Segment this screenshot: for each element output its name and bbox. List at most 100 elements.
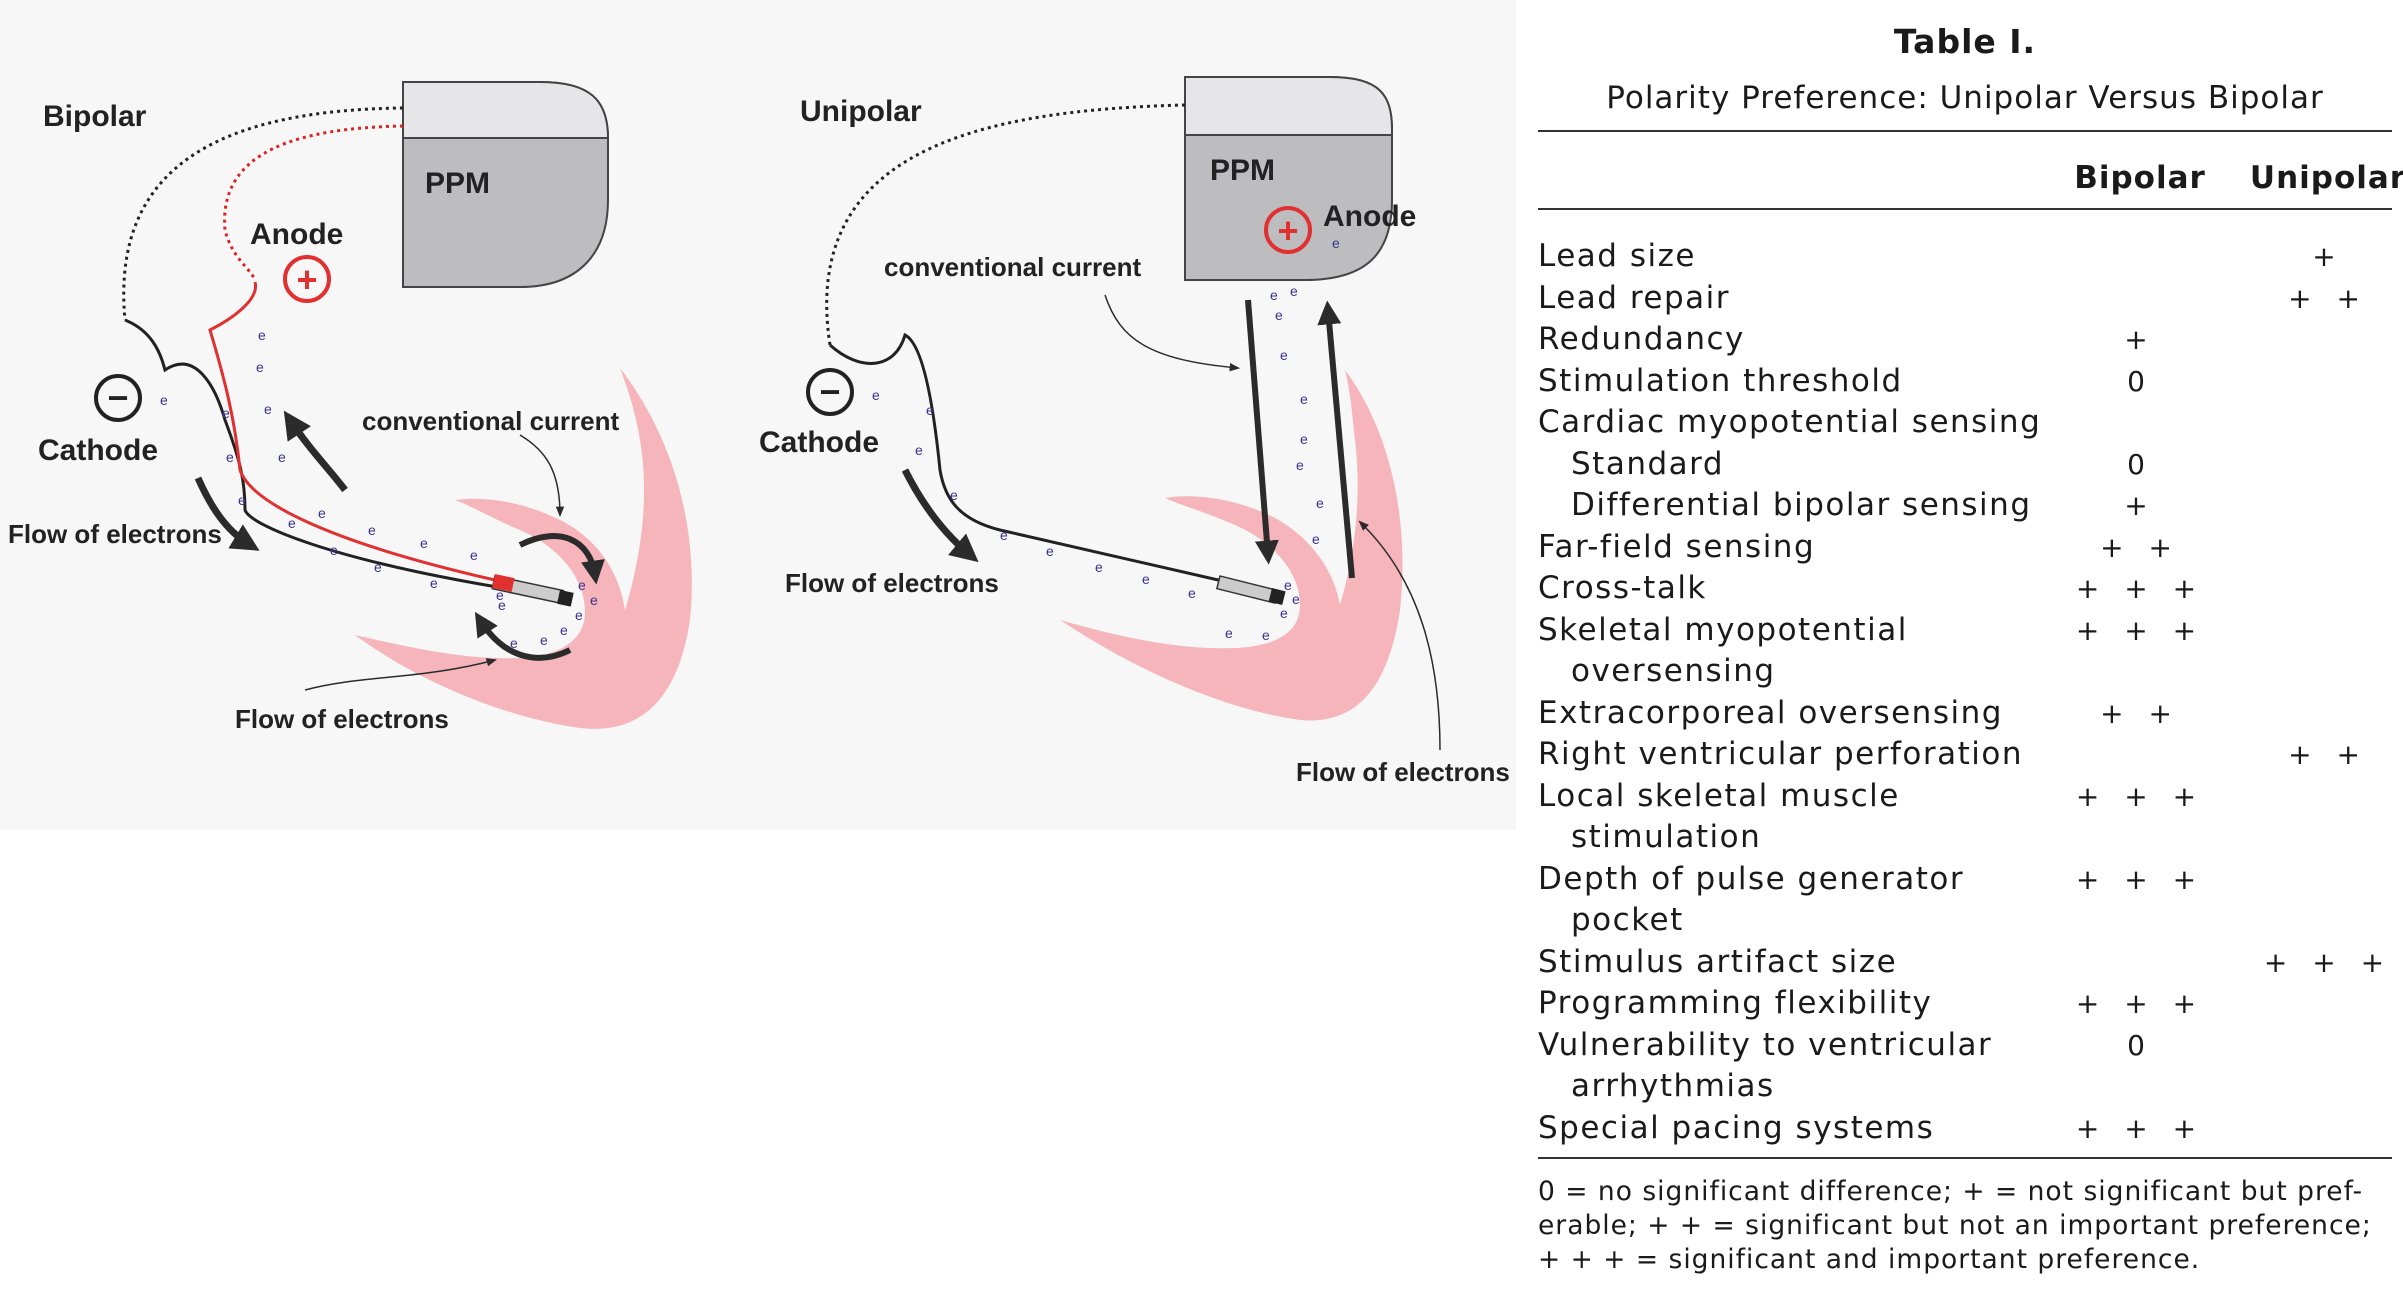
unipolar-panel: PPM + Anode − Cathode Unipolar conventio… bbox=[759, 76, 1510, 787]
bipolar-title: Bipolar bbox=[43, 100, 147, 133]
row-label: Vulnerability to ventricular bbox=[1538, 1026, 1993, 1063]
row-label: Programming flexibility bbox=[1538, 985, 1933, 1021]
bipolar-cell: + + + bbox=[2075, 779, 2205, 813]
table-row: Far-field sensing+ + bbox=[1535, 527, 2395, 569]
bipolar-tip-electron-arrow bbox=[474, 611, 572, 661]
electron: e bbox=[1284, 577, 1292, 593]
unipolar-wire bbox=[825, 103, 1186, 346]
bipolar-cell: + + bbox=[2100, 530, 2180, 564]
unipolar-electron-up-arrow bbox=[1317, 300, 1355, 579]
row-label: Lead repair bbox=[1538, 279, 1730, 316]
row-label: Standard bbox=[1571, 445, 1725, 482]
table-row: oversensing bbox=[1535, 651, 2395, 693]
row-label: Stimulation threshold bbox=[1538, 362, 1903, 399]
unipolar-cell: + + bbox=[2288, 738, 2368, 771]
bipolar-cathode-wire bbox=[122, 106, 404, 321]
electron: e bbox=[1270, 287, 1278, 303]
table-subtitle: Polarity Preference: Unipolar Versus Bip… bbox=[1606, 80, 2324, 116]
table-row: Lead size + bbox=[1535, 236, 2395, 278]
table-row: Differential bipolar sensing+ bbox=[1535, 485, 2395, 527]
row-label: oversensing bbox=[1571, 653, 1776, 689]
bipolar-callout-current bbox=[519, 434, 565, 518]
electron: e bbox=[915, 442, 923, 458]
electron: e bbox=[226, 449, 234, 465]
electron: e bbox=[560, 622, 568, 638]
table-row: Special pacing systems + + + bbox=[1535, 1108, 2395, 1150]
table-row: Stimulus artifact size+ + + bbox=[1535, 942, 2395, 984]
pacing-polarity-diagram: PPM + Anode − Cathode Bipolar convention… bbox=[8, 76, 1510, 787]
bipolar-cell: + bbox=[2124, 323, 2156, 356]
electron: e bbox=[1296, 457, 1304, 473]
electron: e bbox=[1292, 591, 1300, 607]
bipolar-cathode-tip bbox=[557, 589, 574, 607]
electron: e bbox=[590, 592, 598, 608]
unipolar-cathode-label: Cathode bbox=[759, 426, 879, 459]
row-label: Lead size bbox=[1538, 238, 1696, 274]
electron: e bbox=[1142, 571, 1150, 587]
row-label: Local skeletal muscle bbox=[1538, 777, 1900, 814]
electron: e bbox=[1280, 347, 1288, 363]
electron: e bbox=[540, 632, 548, 648]
unipolar-current-down-arrow bbox=[1245, 299, 1279, 565]
electron: e bbox=[1262, 627, 1270, 643]
row-label: arrhythmias bbox=[1571, 1068, 1775, 1104]
row-label: stimulation bbox=[1571, 819, 1762, 855]
table-row: arrhythmias bbox=[1535, 1066, 2395, 1108]
unipolar-electrons: e e e e e e e e e e e e e e e e e e e e … bbox=[872, 235, 1340, 643]
electron: e bbox=[510, 635, 518, 651]
electron: e bbox=[368, 522, 376, 538]
unipolar-callout-electrons bbox=[1358, 520, 1441, 751]
bipolar-plus-sign: + bbox=[296, 259, 317, 300]
unipolar-conventional-current-label: conventional current bbox=[884, 252, 1141, 282]
electron: e bbox=[1046, 543, 1054, 559]
row-label: Special pacing systems bbox=[1538, 1109, 1935, 1146]
bipolar-anode-symbol: + bbox=[283, 255, 331, 303]
electron: e bbox=[470, 547, 478, 563]
electron: e bbox=[330, 542, 338, 558]
unipolar-flow-label-left: Flow of electrons bbox=[785, 568, 999, 598]
electron: e bbox=[288, 515, 296, 531]
electron: e bbox=[1300, 391, 1308, 407]
bipolar-cell: + + + bbox=[2075, 987, 2205, 1020]
bipolar-panel: PPM + Anode − Cathode Bipolar convention… bbox=[8, 81, 692, 734]
electron: e bbox=[256, 359, 264, 375]
unipolar-anode-symbol: + bbox=[1264, 206, 1312, 254]
row-label: Skeletal myopotential bbox=[1538, 611, 1908, 648]
table-row: Local skeletal muscle + + + bbox=[1535, 776, 2395, 818]
table-row: Redundancy+ bbox=[1535, 319, 2395, 361]
bipolar-cell: + bbox=[2124, 489, 2156, 522]
electron: e bbox=[278, 449, 286, 465]
electron: e bbox=[1332, 235, 1340, 251]
column-header-unipolar: Unipolar bbox=[2249, 160, 2403, 196]
electron: e bbox=[264, 401, 272, 417]
bipolar-cell: + + bbox=[2100, 696, 2180, 730]
unipolar-title: Unipolar bbox=[800, 95, 922, 128]
electron: e bbox=[374, 559, 382, 575]
unipolar-lead bbox=[828, 332, 1241, 587]
footnote-line: erable; + + = significant but not an imp… bbox=[1538, 1210, 2372, 1241]
electron: e bbox=[1290, 283, 1298, 299]
unipolar-electrode-tip bbox=[1215, 575, 1280, 605]
bipolar-anode-conductor bbox=[208, 281, 496, 582]
row-label: Stimulus artifact size bbox=[1538, 943, 1898, 980]
bipolar-cell: 0 bbox=[2127, 1028, 2153, 1062]
footnote-line: + + + = significant and important prefer… bbox=[1538, 1244, 2201, 1275]
table-row: Skeletal myopotential+ + + bbox=[1535, 610, 2395, 652]
row-label: Extracorporeal oversensing bbox=[1538, 694, 2003, 731]
row-label: pocket bbox=[1571, 902, 1684, 938]
table-row: Depth of pulse generator+ + + bbox=[1535, 859, 2395, 901]
table-row: pocket bbox=[1535, 900, 2395, 942]
table-top-rule bbox=[1538, 130, 2392, 132]
unipolar-minus-sign: − bbox=[819, 371, 840, 412]
table-title: Table I. bbox=[1893, 22, 2037, 61]
bipolar-cell: + + + bbox=[2075, 1111, 2205, 1145]
row-label: Cardiac myopotential sensing bbox=[1538, 404, 2042, 440]
electron: e bbox=[318, 505, 326, 521]
table-row: Standard 0 bbox=[1535, 444, 2395, 486]
bipolar-cell: 0 bbox=[2127, 447, 2153, 481]
bipolar-ppm-device: PPM bbox=[402, 81, 610, 288]
unipolar-cathode-tip bbox=[1268, 587, 1286, 605]
unipolar-cell: + bbox=[2312, 240, 2344, 273]
electron: e bbox=[1000, 527, 1008, 543]
